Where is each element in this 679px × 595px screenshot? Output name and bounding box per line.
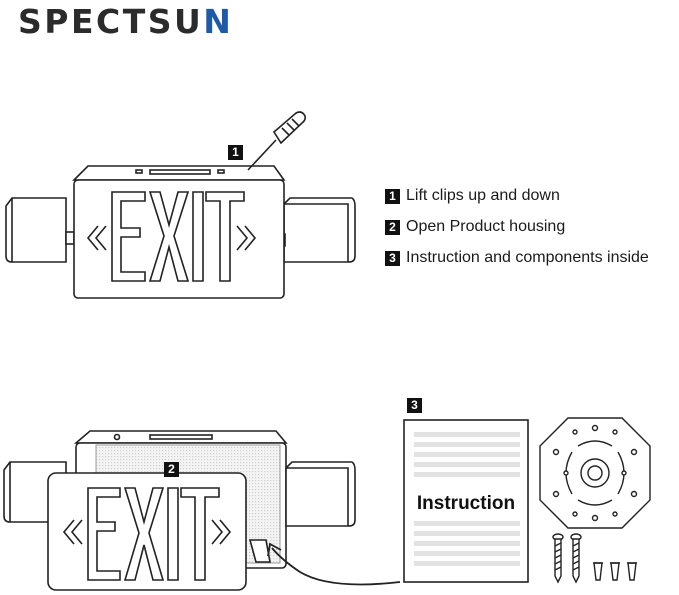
bottom-exit-unit bbox=[3, 430, 356, 591]
top-exit-unit bbox=[5, 165, 356, 299]
top-housing-front bbox=[73, 179, 285, 299]
front-cover bbox=[47, 472, 247, 591]
bottom-exit-letters bbox=[62, 487, 232, 581]
left-lamp-head bbox=[5, 197, 67, 263]
mounting-plate-icon bbox=[539, 417, 651, 529]
step-label: Instruction and components inside bbox=[406, 249, 649, 266]
step-number-badge: 2 bbox=[385, 219, 400, 235]
step-label: Lift clips up and down bbox=[406, 187, 560, 204]
screw-icon bbox=[552, 533, 582, 584]
pointer-arrow bbox=[267, 542, 401, 586]
right-lamp-head bbox=[283, 197, 356, 263]
brand-name-accent: N bbox=[203, 2, 234, 41]
wire-nut-icon bbox=[593, 562, 637, 581]
step-1-marker: 1 bbox=[228, 145, 243, 160]
manual-title: Instruction bbox=[417, 493, 515, 514]
step-2-marker: 2 bbox=[164, 462, 179, 477]
step-item-3: 3 Instruction and components inside bbox=[385, 249, 649, 267]
step-number-badge: 1 bbox=[385, 188, 400, 204]
step-item-2: 2 Open Product housing bbox=[385, 218, 565, 236]
instruction-manual: Instruction bbox=[403, 419, 529, 583]
step-label: Open Product housing bbox=[406, 218, 566, 235]
screwdriver-icon bbox=[247, 111, 306, 171]
step-number-badge: 3 bbox=[385, 250, 400, 266]
step-item-1: 1 Lift clips up and down bbox=[385, 187, 560, 205]
top-exit-letters bbox=[86, 191, 257, 282]
brand-logo: SPECTSUN bbox=[18, 2, 233, 41]
brand-name: SPECTSU bbox=[18, 2, 204, 41]
step-3-marker: 3 bbox=[407, 398, 422, 413]
